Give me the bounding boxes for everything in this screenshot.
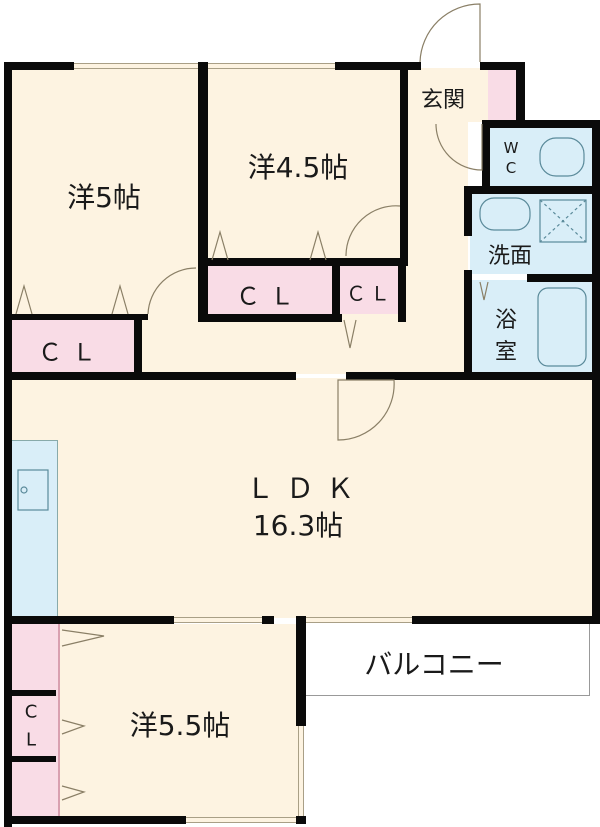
label-ldk-size: 16.3帖	[252, 509, 344, 542]
wall	[4, 372, 296, 380]
label-ldk: ＬＤＫ	[245, 472, 367, 505]
label-closet-small: ＣＬ	[346, 281, 394, 306]
closet-left	[10, 320, 136, 374]
room-bathroom	[470, 280, 592, 372]
wall	[198, 258, 408, 266]
wall	[4, 816, 186, 824]
label-western-5: 洋5帖	[67, 181, 141, 214]
wall	[482, 120, 490, 188]
wall	[480, 62, 525, 70]
wall	[412, 616, 600, 624]
wall	[134, 314, 142, 380]
wall	[4, 616, 174, 624]
label-entrance: 玄関	[420, 88, 466, 113]
wall	[592, 120, 600, 382]
wall	[4, 756, 56, 762]
wall	[262, 616, 274, 624]
closet-mid	[208, 266, 332, 314]
label-closet-left: ＣＬ	[38, 338, 106, 367]
label-bath-2: 室	[494, 340, 518, 365]
wall	[296, 616, 306, 726]
wall	[464, 270, 472, 380]
label-wc-w: W	[503, 139, 519, 157]
label-western-4-5: 洋4.5帖	[247, 151, 349, 184]
label-closet-bottom-c: C	[24, 701, 38, 723]
label-closet-bottom-l: L	[25, 729, 37, 751]
wall	[335, 62, 421, 70]
window	[306, 617, 412, 623]
closet-small	[340, 266, 398, 314]
room-ldk	[10, 378, 592, 618]
wall	[516, 62, 525, 126]
label-bath-1: 浴	[494, 308, 518, 333]
window	[208, 63, 335, 69]
label-western-5-5: 洋5.5帖	[129, 709, 231, 742]
wall	[527, 274, 600, 282]
room-washroom	[470, 192, 592, 274]
wall	[332, 258, 340, 322]
wall	[346, 372, 600, 380]
wall	[4, 314, 148, 320]
window	[186, 817, 296, 823]
wall	[198, 314, 342, 322]
entrance-shoe-closet	[488, 68, 518, 122]
wall	[482, 120, 600, 128]
wall	[4, 690, 56, 696]
wall	[464, 186, 600, 194]
wall	[400, 62, 408, 262]
entrance-area	[405, 68, 493, 122]
window	[74, 63, 198, 69]
label-balcony: バルコニー	[364, 648, 504, 681]
wall	[4, 62, 12, 827]
wall	[592, 372, 600, 624]
closet-bottom	[10, 624, 60, 820]
wall	[198, 62, 208, 322]
label-wc-c: C	[505, 159, 517, 177]
wall	[296, 816, 306, 824]
label-washroom: 洗面	[487, 244, 533, 269]
wall	[4, 62, 74, 70]
window	[298, 726, 304, 816]
window	[174, 617, 262, 623]
wall	[398, 258, 406, 322]
hallway	[140, 122, 468, 374]
label-closet-mid: ＣＬ	[236, 282, 304, 311]
wall	[464, 186, 472, 236]
